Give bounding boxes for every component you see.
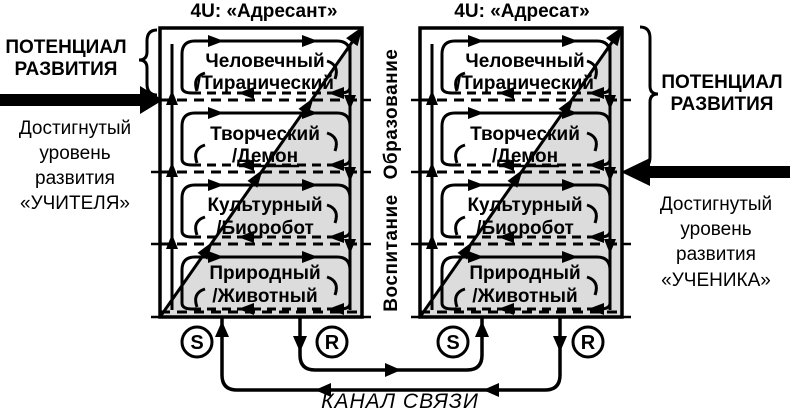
sender-level3-line1: Культурный — [207, 195, 322, 216]
achieved-teacher-line1: Достигнутый — [19, 118, 131, 139]
addressee-level3-line2: /Биоробот — [476, 218, 574, 239]
sender-r-label: R — [325, 332, 340, 354]
potential-label-left-line2: РАЗВИТИЯ — [15, 59, 118, 80]
achieved-student-line4: «УЧЕНИКА» — [661, 270, 771, 291]
achieved-student-line1: Достигнутый — [660, 194, 772, 215]
addressee-level2-line2: /Демон — [492, 146, 558, 167]
addressee-r-port: R — [571, 325, 605, 359]
sender-r-port: R — [315, 325, 349, 359]
achieved-student-line3: развития — [676, 244, 756, 265]
addressee-level3-line1: Культурный — [467, 195, 582, 216]
achieved-teacher-line3: развития — [35, 168, 115, 189]
upbringing-label: Воспитание — [381, 194, 402, 311]
forward-channel-connector — [293, 317, 489, 377]
sender-s-label: S — [190, 332, 203, 354]
achieved-teacher-line2: уровень — [39, 143, 110, 164]
sender-level1-line2: /Тиранический — [196, 73, 334, 94]
addressee-box-title: 4U: «Адресат» — [454, 1, 589, 22]
sender-box-title: 4U: «Адресант» — [191, 1, 338, 22]
sender-s-port: S — [180, 325, 214, 359]
sender-level4-line2: /Животный — [212, 286, 317, 307]
addressee-level4-line2: /Животный — [472, 286, 577, 307]
addressee-s-port: S — [436, 325, 470, 359]
achieved-teacher-line4: «УЧИТЕЛЯ» — [20, 193, 130, 214]
sender-level1-line1: Человечный — [205, 51, 324, 72]
achieved-student-line2: уровень — [680, 219, 751, 240]
teacher-level-arrow-head — [140, 86, 163, 114]
teacher-level-arrow-bar — [0, 94, 140, 106]
sender-level2-line1: Творческий — [210, 124, 320, 145]
addressee-r-label: R — [581, 332, 596, 354]
sender-level4-line1: Природный — [209, 263, 320, 284]
student-level-arrow-bar — [648, 166, 790, 178]
sender-level2-line2: /Демон — [232, 146, 298, 167]
education-label: Образование — [381, 49, 402, 180]
potential-brace-right — [639, 25, 659, 170]
addressee-level4-line1: Природный — [469, 263, 580, 284]
addressee-level1-line1: Человечный — [465, 51, 584, 72]
sender-level3-line2: /Биоробот — [216, 218, 314, 239]
addressee-s-label: S — [446, 332, 459, 354]
channel-label: КАНАЛ СВЯЗИ — [321, 390, 479, 413]
feedback-channel-connector — [215, 317, 567, 397]
potential-label-right-line2: РАЗВИТИЯ — [671, 94, 774, 115]
potential-label-left-line1: ПОТЕНЦИАЛ — [5, 37, 126, 58]
potential-brace-left — [138, 28, 158, 97]
addressee-level2-line1: Творческий — [470, 124, 580, 145]
potential-label-right-line1: ПОТЕНЦИАЛ — [661, 72, 782, 93]
student-level-arrow-head — [621, 158, 650, 186]
addressee-level1-line2: /Тиранический — [456, 73, 594, 94]
